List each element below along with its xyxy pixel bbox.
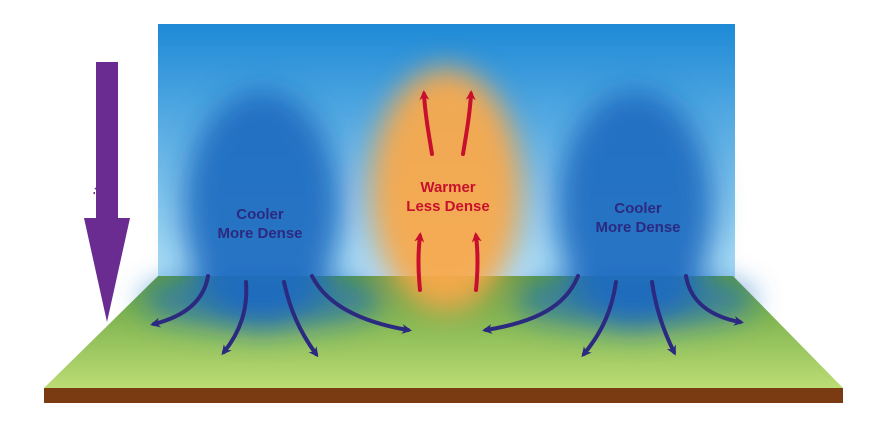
cool-air-column-right xyxy=(557,90,713,330)
center-cell-line2: Less Dense xyxy=(406,198,490,215)
cool-air-column-right-base xyxy=(515,272,755,328)
cool-air-column-left-base xyxy=(142,272,382,328)
up-arrow xyxy=(471,232,482,292)
left-cell-label: Cooler More Dense xyxy=(200,205,320,243)
up-arrow xyxy=(419,90,434,156)
left-cell-line1: Cooler xyxy=(236,206,284,223)
center-cell-label: Warmer Less Dense xyxy=(388,178,508,216)
right-cell-label: Cooler More Dense xyxy=(578,199,698,237)
center-cell-line1: Warmer xyxy=(420,179,476,196)
down-arrow xyxy=(581,280,618,358)
down-arrow xyxy=(150,274,210,328)
soil-edge xyxy=(44,388,843,403)
down-arrow xyxy=(684,274,744,326)
right-cell-line1: Cooler xyxy=(614,200,662,217)
down-arrow xyxy=(221,280,249,356)
gravity-label: Gravity xyxy=(91,177,109,230)
cool-air-column-left xyxy=(184,90,340,330)
warm-air-column xyxy=(371,68,521,312)
up-arrow xyxy=(414,232,425,292)
down-arrow xyxy=(282,280,319,358)
up-arrow xyxy=(461,90,476,156)
down-arrow xyxy=(482,274,580,334)
left-cell-line2: More Dense xyxy=(217,225,303,242)
right-cell-line2: More Dense xyxy=(595,219,681,236)
gravity-arrow xyxy=(84,62,130,322)
down-arrow xyxy=(650,280,676,356)
down-arrow xyxy=(310,274,412,334)
